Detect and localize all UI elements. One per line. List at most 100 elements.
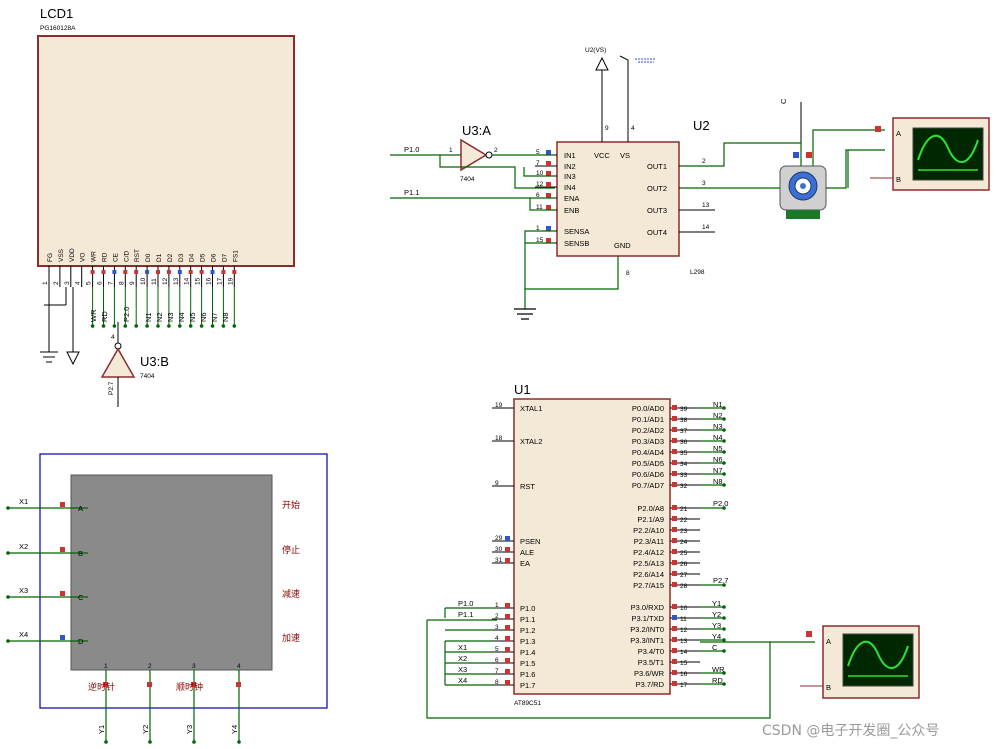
mcu-body [513,398,671,695]
mcu-pin-name: P1.1 [520,615,535,624]
lcd-net-dot [112,324,117,328]
mcu-p1-net: X2 [458,654,467,663]
mcu-pin-number: 26 [680,561,688,568]
mcu-pin-name: P3.6/WR [634,669,665,678]
mcu-p2-dot [722,583,726,587]
mcu-pin-name: P2.7/A15 [633,581,664,590]
l298-pin-number: 11 [536,204,543,211]
lcd-pin-number: 12 [162,277,169,285]
dc-motor: C [779,98,827,219]
mcu-pin-state [672,516,677,521]
motor-wires [681,129,885,189]
mcu-pin-number: 11 [680,616,687,623]
mcu-pin-state [505,558,510,563]
lcd-net-label: N7 [210,312,219,322]
mcu-pin-number: 10 [680,605,688,612]
l298-pin-state [546,238,551,243]
lcd-net-label: N4 [177,312,186,322]
keypad-row-net: X2 [19,542,28,551]
mcu-pin-state [505,669,510,674]
mcu-pin-name: P1.7 [520,681,535,690]
mcu-p1-net: P1.1 [458,610,473,619]
mcu-pin-number: 6 [495,657,499,664]
mcu-pin-state [672,615,677,620]
mcu-pin-state [505,536,510,541]
l298-pin-number: 8 [626,270,630,277]
mcu-pin-name: P0.0/AD0 [632,404,664,413]
l298-pin-number: 3 [702,180,706,187]
mcu-pin-name: XTAL2 [520,437,542,446]
mcu-pin-state [672,560,677,565]
lcd-pin-name: D7 [221,253,228,262]
keypad-side-text: 开始 [282,499,300,510]
oscilloscope-1: A B [870,117,990,191]
mcu-pin-state [672,527,677,532]
keypad-col-net: Y2 [141,725,150,734]
inverter-a-ref: U3:A [462,123,491,138]
l298-pin-name: VCC [594,151,610,160]
lcd-net-dot [199,324,204,328]
mcu-p0-dot [722,450,726,454]
mcu-p0-dot [722,417,726,421]
l298-pin-state [546,171,551,176]
mcu-p0-dot [722,428,726,432]
lcd-pin-name: FG [47,253,54,262]
keypad-side-text: 减速 [282,588,300,599]
l298-pin-number: 13 [702,202,710,209]
l298-pin-number: 10 [536,170,544,177]
keypad-col-dot [148,740,152,744]
mcu-pin-number: 9 [495,480,499,487]
lcd-net-label: N3 [166,312,175,322]
mcu-pin-name: P3.2/INT0 [630,625,664,634]
mcu-pin-name: P0.4/AD4 [632,448,664,457]
mcu-pin-name: P3.5/T1 [638,658,664,667]
l298-pin-state [546,193,551,198]
mcu-p2-net: P2.7 [713,576,728,585]
lcd-pin-number: 11 [151,278,158,285]
net-p10-driver: P1.0 [404,145,419,154]
lcd-pin-number: 19 [227,277,234,285]
driver-input-wires [390,154,555,211]
lcd-pin-state [156,270,160,274]
lcd-pin-number: 17 [216,277,223,285]
mcu-p3-dot [722,682,726,686]
mcu-pin-number: 8 [495,679,499,686]
mcu-pin-state [505,680,510,685]
mcu-p1-net: P1.0 [458,599,473,608]
mcu-p3-dot [722,605,726,609]
lcd-pin-name: D3 [178,253,185,262]
l298-pin-number: 4 [631,125,635,132]
lcd-net-label: N6 [199,312,208,322]
mcu-pin-state [672,637,677,642]
keypad-bottom-text: 逆时针 [88,681,115,692]
mcu-pin-name: P1.5 [520,659,535,668]
mcu-pin-name: P0.7/AD7 [632,481,664,490]
mcu-pin-state [505,547,510,552]
mcu-pins: XTAL119XTAL218RST9PSEN29ALE30EA31P1.01P1… [444,400,728,690]
mcu-pin-name: P2.4/A12 [633,548,664,557]
mcu-pin-name: P3.3/INT1 [630,636,664,645]
mcu-pin-state [505,647,510,652]
lcd-pin-number: 14 [184,277,191,285]
l298-pin-name: GND [614,241,631,250]
mcu-pin-number: 18 [495,435,503,442]
l298-pin-name: IN1 [564,151,576,160]
mcu-p0-dot [722,461,726,465]
lcd-net-label: RD [100,311,109,322]
keypad-frame [39,453,328,709]
lcd-ref: LCD1 [40,6,73,21]
keypad-col-label: 1 [104,663,108,670]
keypad-row-dot [6,595,10,599]
keypad-col-label: 3 [192,663,196,670]
mcu-pin-name: PSEN [520,537,540,546]
keypad-col-label: 2 [148,663,152,670]
oscilloscope-2: A B [800,625,920,699]
lcd-net-dot [178,324,182,328]
mcu-pin-number: 14 [680,649,688,656]
lcd-pin-number: 7 [107,281,114,285]
inverter-a-part: 7404 [460,176,475,183]
mcu-pin-number: 23 [680,528,688,535]
mcu-p3-net: C [712,643,718,652]
l298-ref: U2 [693,118,710,133]
